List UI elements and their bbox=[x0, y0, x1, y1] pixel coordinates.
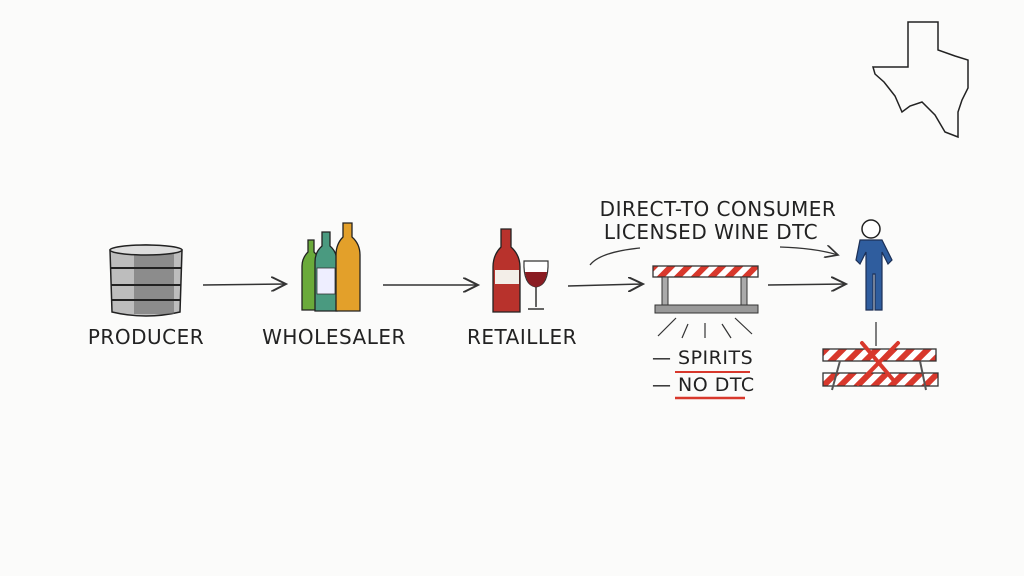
blocked-barrier-icon bbox=[822, 341, 939, 391]
arrow-producer-wholesaler bbox=[202, 284, 286, 285]
dtc-subtitle: LICENSED WINE DTC bbox=[603, 220, 819, 244]
stage-label-producer: PRODUCER bbox=[87, 325, 205, 349]
bottles-icon bbox=[301, 222, 361, 312]
barrel-icon bbox=[109, 244, 183, 317]
curved-arrow-left bbox=[589, 247, 641, 266]
curved-arrow-right bbox=[779, 247, 838, 255]
arrow-barrier-consumer bbox=[767, 284, 846, 285]
wine-bottle-glass-icon bbox=[492, 228, 549, 313]
stage-label-wholesaler: WHOLESALER bbox=[262, 325, 406, 349]
restriction-no-dtc: — NO DTC bbox=[652, 374, 755, 396]
stage-label-retailer: RETAILLER bbox=[466, 325, 578, 349]
restriction-spirits: — SPIRITS bbox=[652, 347, 754, 369]
x-cross-icon bbox=[856, 341, 900, 386]
dtc-title: DIRECT-TO CONSUMER bbox=[599, 197, 837, 221]
arrow-retailer-barrier bbox=[567, 284, 643, 286]
consumer-person-icon bbox=[855, 219, 893, 311]
barrier-icon bbox=[652, 265, 759, 339]
texas-map-icon bbox=[872, 21, 969, 139]
